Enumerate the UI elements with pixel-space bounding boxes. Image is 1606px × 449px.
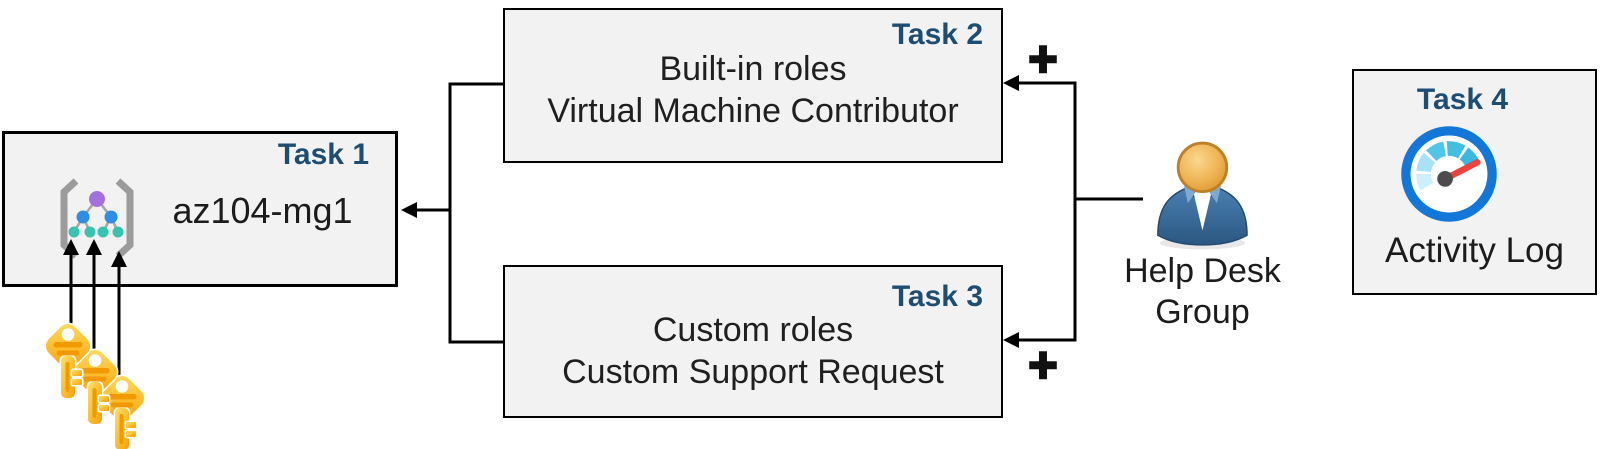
task3-box: Task 3 Custom roles Custom Support Reque… <box>503 265 1003 418</box>
task2-line1: Built-in roles <box>659 50 847 88</box>
task2-line2: Virtual Machine Contributor <box>547 92 959 130</box>
task4-box: Task 4 Activity Log <box>1352 69 1597 295</box>
tree-root-node <box>89 191 105 207</box>
tree-node <box>76 210 90 224</box>
plus-annotation-bottom: + <box>1027 337 1059 394</box>
task2-label: Task 2 <box>891 18 983 51</box>
task2-box: Task 2 Built-in roles Virtual Machine Co… <box>503 8 1003 163</box>
gauge-segments <box>1416 141 1480 191</box>
person-head <box>1176 141 1229 194</box>
key-icon <box>94 370 150 449</box>
user-person-icon <box>1157 141 1248 250</box>
task1-arrowhead <box>401 202 417 218</box>
task1-title: az104-mg1 <box>172 190 353 231</box>
key-icon <box>67 344 123 426</box>
bracket-right <box>115 178 134 259</box>
management-group-icon <box>60 178 134 259</box>
gauge-dashboard-icon <box>1401 126 1497 222</box>
help-desk-group-line1: Help Desk <box>1124 252 1281 290</box>
tree-leaf <box>112 226 124 238</box>
tree-leaf <box>97 226 109 238</box>
task1-box: Task 1 az104-mg1 <box>2 131 398 287</box>
tree-node <box>104 210 118 224</box>
task3-line2: Custom Support Request <box>562 353 944 391</box>
task3-line1: Custom roles <box>652 311 854 349</box>
task1-label: Task 1 <box>277 138 369 171</box>
bracket-left <box>60 178 79 259</box>
tree-leaf <box>84 226 96 238</box>
task3-label: Task 3 <box>891 280 983 313</box>
task4-caption: Activity Log <box>1385 231 1564 270</box>
plus-annotation-top: + <box>1027 31 1059 88</box>
task4-label: Task 4 <box>1416 83 1509 116</box>
gauge-hub <box>1437 171 1453 187</box>
person-shirt <box>1192 189 1213 231</box>
help-desk-group-caption: Help Desk Group <box>1095 251 1310 333</box>
help-desk-group-line2: Group <box>1155 293 1250 331</box>
tree-leaf <box>68 226 80 238</box>
bracket-connector <box>414 82 503 344</box>
keys-icon <box>40 318 150 449</box>
key-icon <box>40 318 96 400</box>
